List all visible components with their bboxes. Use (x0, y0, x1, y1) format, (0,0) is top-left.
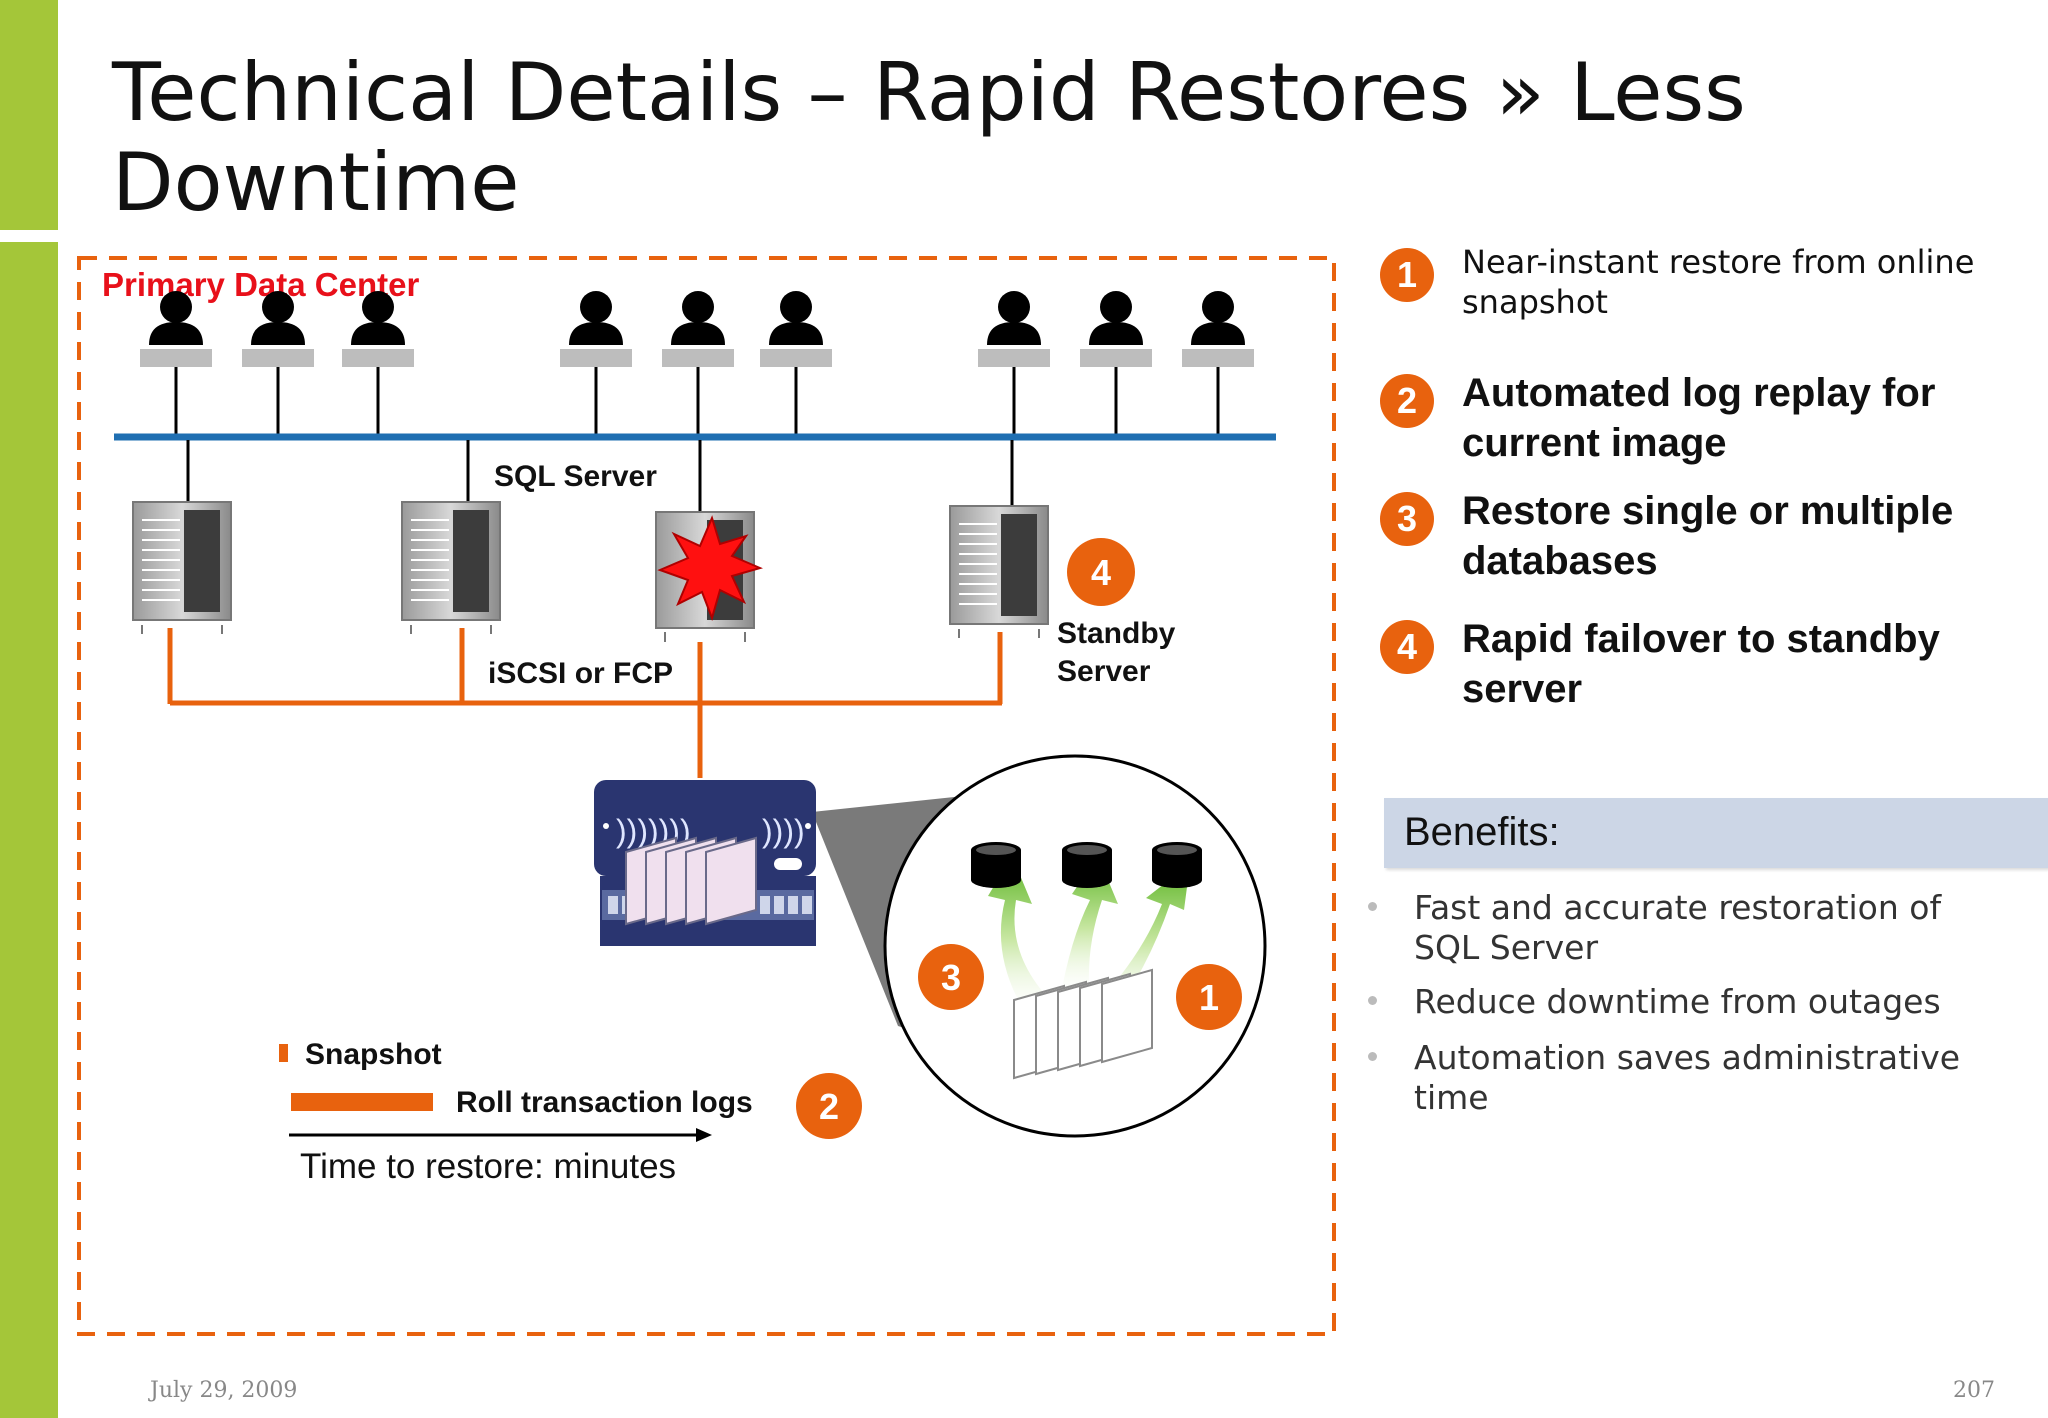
standby-label-line1: Standby (1057, 617, 1176, 650)
step-3-text: Restore single or multiple databases (1462, 489, 1954, 583)
database-icon (1152, 842, 1202, 888)
server-icon (401, 501, 501, 634)
user-icon (1080, 291, 1152, 436)
step-4-text: Rapid failover to standby server (1462, 617, 1940, 711)
legend-logs-label: Roll transaction logs (456, 1086, 753, 1119)
badge-4-icon: 4 (1067, 538, 1135, 606)
database-icon (1062, 842, 1112, 888)
legend-snapshot-swatch (279, 1044, 288, 1062)
benefits-heading: Benefits: (1404, 810, 1560, 854)
sql-server-label: SQL Server (494, 460, 657, 493)
page-number: 207 (1953, 1378, 1995, 1403)
server-icon (132, 501, 232, 634)
accent-bar-top (0, 0, 58, 230)
failure-burst-icon (657, 515, 763, 622)
footer-date: July 29, 2009 (150, 1378, 298, 1403)
svg-text:)))): )))) (762, 813, 805, 849)
user-icon (1182, 291, 1254, 436)
svg-text:3: 3 (941, 957, 961, 998)
client-users (140, 291, 1254, 436)
standby-server-icon (949, 505, 1049, 638)
data-center-boundary (77, 256, 1336, 1336)
step-2-badge: 2 (1380, 374, 1434, 428)
storage-network (167, 628, 1003, 778)
standby-label-line2: Server (1057, 655, 1151, 688)
step-4-badge: 4 (1380, 620, 1434, 674)
svg-text:4: 4 (1091, 552, 1111, 593)
storage-network-label: iSCSI or FCP (488, 657, 673, 690)
step-2-text: Automated log replay for current image (1462, 371, 1936, 465)
slide-title: Technical Details – Rapid Restores » Les… (112, 46, 1746, 229)
step-1-text: Near-instant restore from online snapsho… (1462, 243, 1975, 321)
bullet-dot-icon (1368, 1052, 1377, 1061)
bullet-dot-icon (1368, 996, 1377, 1005)
arrow-head-icon (696, 1128, 712, 1142)
user-icon (342, 291, 414, 436)
svg-text:2: 2 (819, 1086, 839, 1127)
restore-arrows (988, 856, 1190, 1020)
badge-3-icon: 3 (918, 944, 984, 1010)
step-3-badge: 3 (1380, 492, 1434, 546)
user-icon (662, 291, 734, 436)
user-icon (140, 291, 212, 436)
user-icon (978, 291, 1050, 436)
storage-array-icon: ))))))) )))) (594, 780, 816, 946)
legend-snapshot-label: Snapshot (305, 1038, 442, 1071)
database-icon (971, 842, 1021, 888)
step-1-badge: 1 (1380, 248, 1434, 302)
user-icon (560, 291, 632, 436)
failed-server-icon (655, 511, 763, 642)
user-icon (760, 291, 832, 436)
badge-1-icon: 1 (1176, 964, 1242, 1030)
bullet-dot-icon (1368, 902, 1377, 911)
snapshot-pages-icon (625, 836, 757, 926)
time-to-restore-label: Time to restore: minutes (300, 1147, 676, 1186)
benefits-heading-box: Benefits: (1384, 798, 2048, 868)
accent-bar-left (0, 242, 58, 1418)
legend-logs-swatch (291, 1093, 433, 1111)
svg-text:1: 1 (1199, 977, 1219, 1018)
snapshot-pages-icon (1013, 968, 1153, 1080)
user-icon (242, 291, 314, 436)
badge-2-icon: 2 (796, 1073, 862, 1139)
